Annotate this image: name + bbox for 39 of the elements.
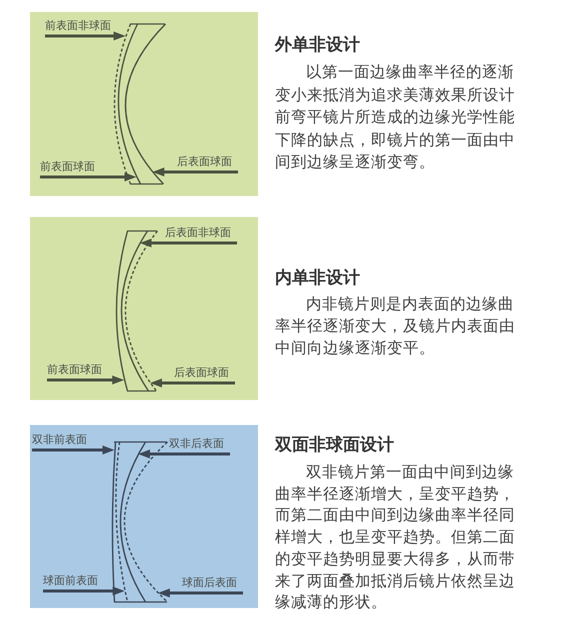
leader-arrow bbox=[140, 238, 237, 248]
lens-surface-curve bbox=[112, 23, 132, 185]
surface-label: 双非后表面 bbox=[169, 437, 224, 451]
surface-label: 前表面球面 bbox=[40, 160, 95, 174]
section-heading: 双面非球面设计 bbox=[275, 434, 394, 456]
lens-surface-curve bbox=[116, 23, 142, 185]
leader-arrow bbox=[43, 586, 125, 596]
surface-label: 球面前表面 bbox=[43, 574, 98, 588]
surface-label: 双非前表面 bbox=[32, 433, 87, 447]
lens-surface-curve bbox=[114, 230, 128, 392]
surface-label: 后表面球面 bbox=[174, 366, 229, 380]
surface-label: 前表面非球面 bbox=[45, 19, 111, 33]
surface-label: 后表面非球面 bbox=[165, 226, 231, 240]
leader-arrow bbox=[45, 32, 126, 40]
description-text: 双非镜片第一面由中间到边缘曲率半径逐渐增大，呈变平趋势，而第二面由中间到边缘曲率半径同样增大，也呈变平趋势。但第二面的变平趋势明显要大得多，从而带来了两面叠加抵消后镜片依然呈边缘减薄的形状。 bbox=[275, 462, 516, 614]
leader-arrow bbox=[158, 588, 243, 598]
lens-surface-curve bbox=[110, 441, 116, 603]
diagram-panel bbox=[30, 425, 258, 608]
surface-label: 后表面球面 bbox=[177, 155, 232, 169]
diagram-panel bbox=[30, 217, 258, 400]
lens-surface-curve bbox=[124, 23, 166, 185]
lens-surface-curve bbox=[124, 230, 158, 392]
leader-arrow bbox=[152, 168, 238, 176]
lens-surface-curve bbox=[114, 441, 128, 603]
diagram-panel bbox=[30, 12, 258, 196]
description-text: 内非镜片则是内表面的边缘曲率半径逐渐变大，及镜片内表面由中间向边缘逐渐变平。 bbox=[275, 294, 516, 359]
surface-label: 球面后表面 bbox=[182, 576, 237, 590]
lens-surface-curve bbox=[118, 441, 146, 603]
leader-arrow bbox=[32, 446, 114, 454]
lens-surface-curve bbox=[120, 230, 150, 392]
section-heading: 外单非设计 bbox=[275, 34, 360, 56]
leader-arrow bbox=[47, 376, 124, 384]
leader-arrow bbox=[138, 450, 230, 458]
section-heading: 内单非设计 bbox=[275, 267, 360, 289]
surface-label: 前表面球面 bbox=[47, 363, 102, 377]
description-text: 以第一面边缘曲率半径的逐渐变小来抵消为追求美薄效果所设计前弯平镜片所造成的边缘光学性能下降的缺点，即镜片的第一面由中间到边缘呈逐渐变弯。 bbox=[275, 62, 516, 173]
leader-arrow bbox=[150, 378, 235, 388]
lens-surface-curve bbox=[122, 441, 168, 603]
leader-arrow bbox=[40, 172, 136, 182]
